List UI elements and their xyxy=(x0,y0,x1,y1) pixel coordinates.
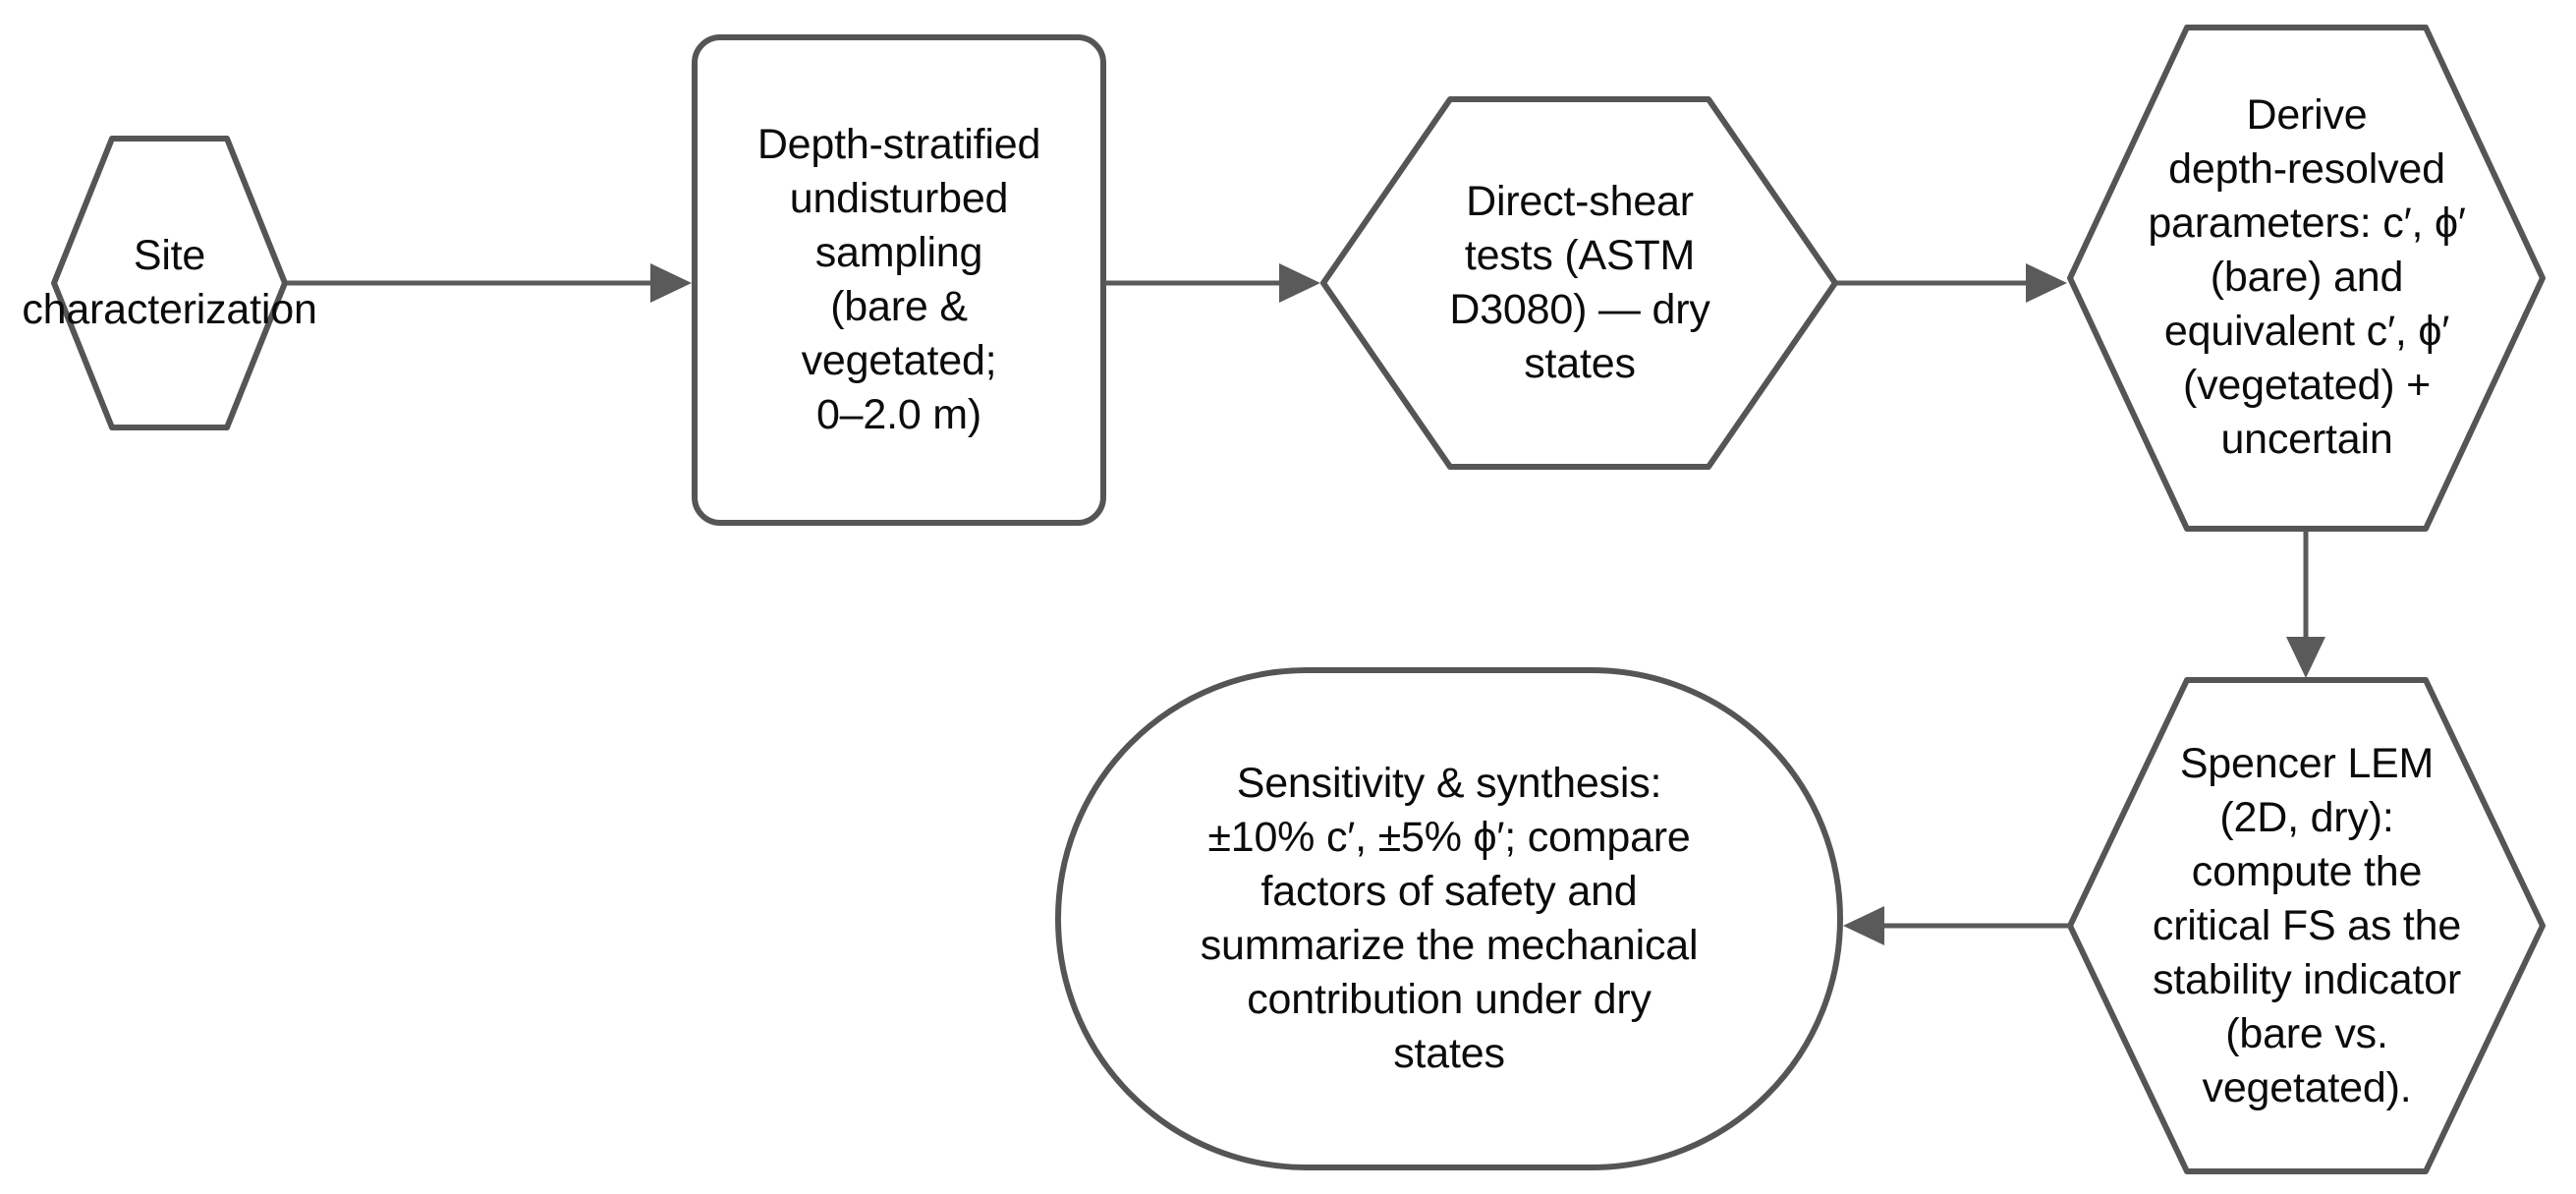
node-shape-depth-stratified-sampling[interactable] xyxy=(692,34,1106,526)
edge-derive-to-spencer[interactable] xyxy=(2286,531,2325,678)
arrowhead-icon xyxy=(2286,637,2325,678)
edge-site-to-sampling[interactable] xyxy=(287,263,692,303)
node-shape-spencer-lem[interactable] xyxy=(2067,677,2546,1174)
node-shape-direct-shear-tests[interactable] xyxy=(1320,96,1838,470)
node-shape-sensitivity-synthesis[interactable] xyxy=(1055,667,1843,1170)
node-shapes-layer xyxy=(51,25,2546,1174)
node-shape-derive-parameters[interactable] xyxy=(2067,25,2546,532)
arrowhead-icon xyxy=(2026,263,2067,303)
edge-shear-to-derive[interactable] xyxy=(1837,263,2067,303)
arrowhead-icon xyxy=(1279,263,1320,303)
node-shape-site-characterization[interactable] xyxy=(51,136,288,430)
edge-spencer-to-synthesis[interactable] xyxy=(1843,906,2070,945)
arrowhead-icon xyxy=(650,263,692,303)
edges-layer xyxy=(287,263,2325,945)
edge-sampling-to-shear[interactable] xyxy=(1105,263,1320,303)
arrowhead-icon xyxy=(1843,906,1884,945)
